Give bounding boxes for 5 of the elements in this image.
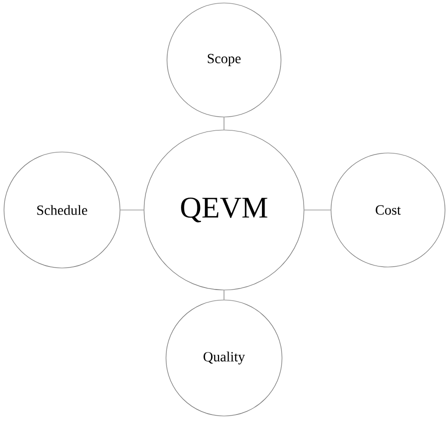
circle-node: QEVM (144, 130, 304, 290)
circle-node: Schedule (4, 152, 120, 268)
circle-node: Scope (166, 2, 282, 118)
circle-node: Cost (330, 152, 446, 268)
circle-node: Quality (166, 300, 282, 416)
